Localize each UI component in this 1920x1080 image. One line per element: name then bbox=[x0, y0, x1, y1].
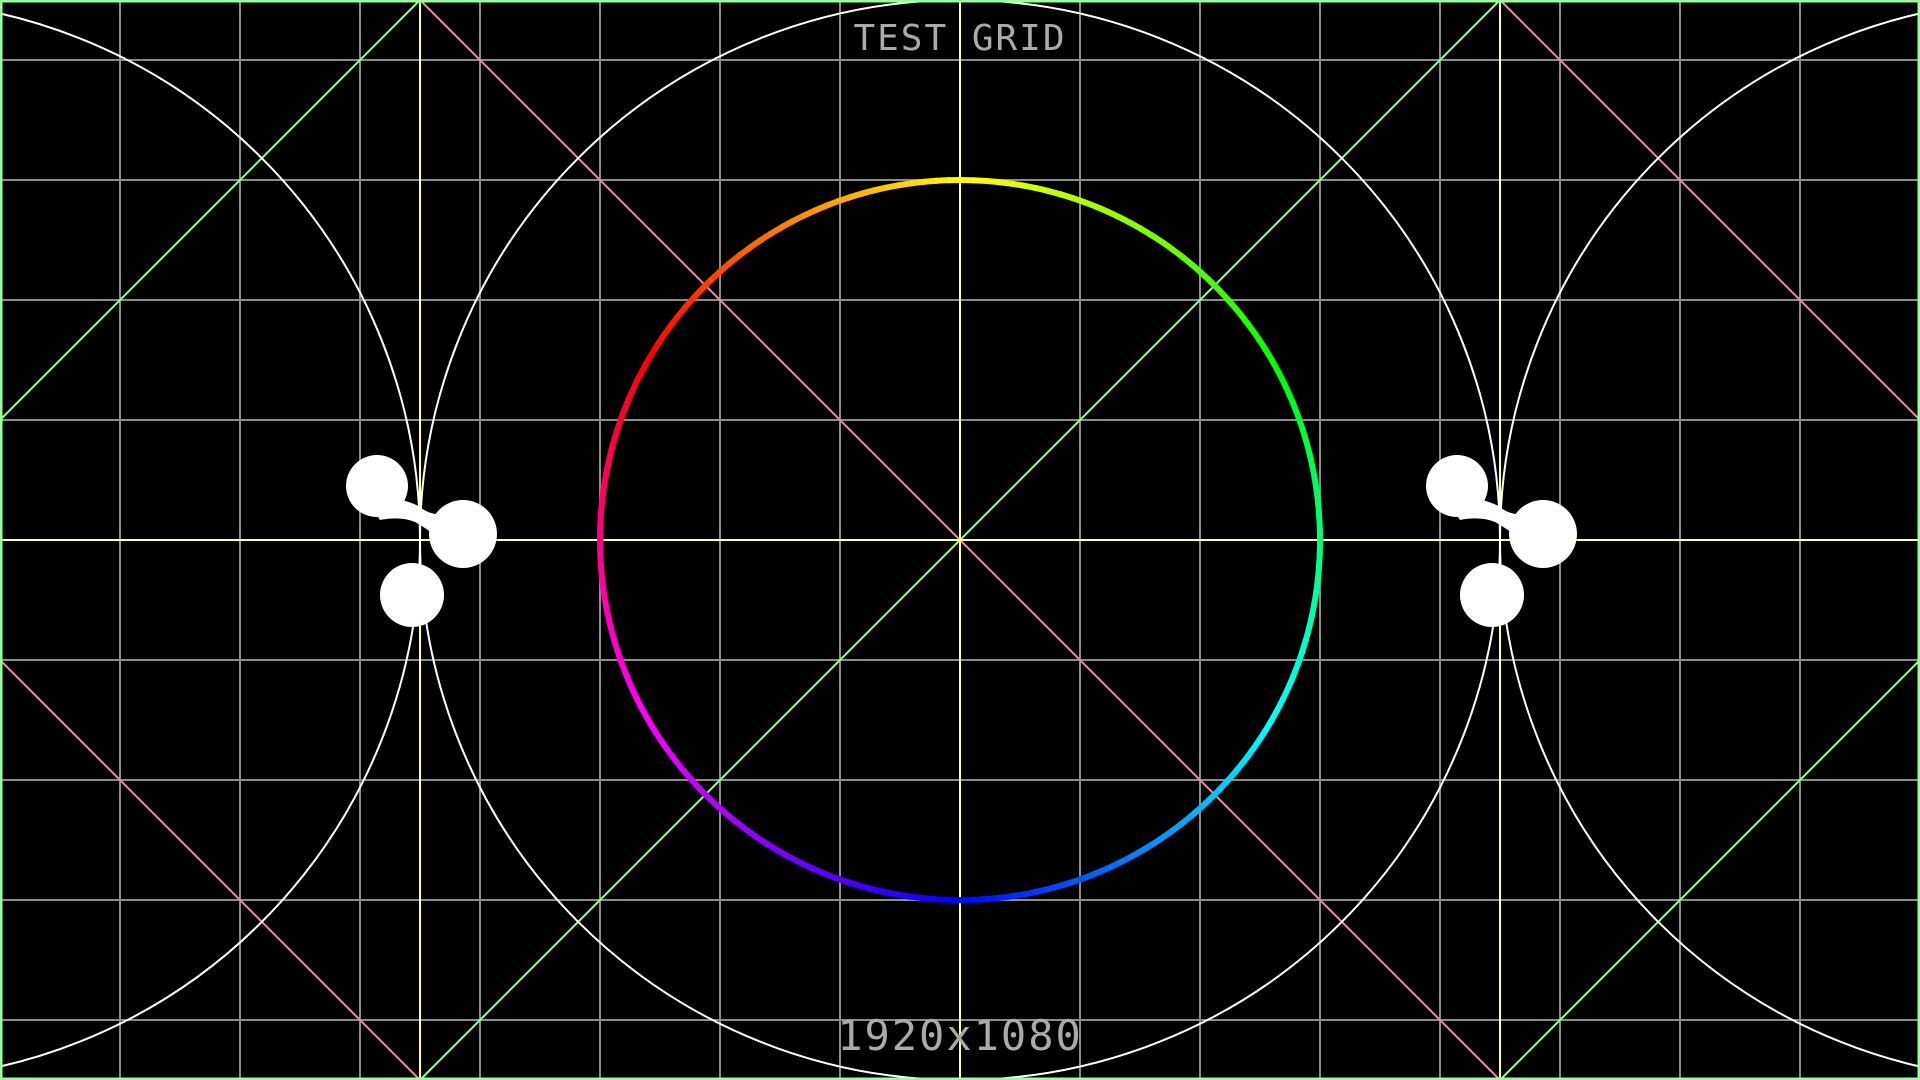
diagonal-line-red bbox=[0, 659, 421, 1080]
diagonal-line-red bbox=[1499, 0, 1920, 421]
diagonal-line-green bbox=[0, 0, 421, 421]
diagonal-line-green bbox=[1499, 659, 1920, 1080]
propeller-icon bbox=[346, 455, 497, 627]
title-label: TEST GRID bbox=[853, 18, 1066, 59]
propeller-icon bbox=[1426, 455, 1577, 627]
reference-circle bbox=[1499, 12, 1920, 1068]
resolution-label: 1920x1080 bbox=[837, 1011, 1083, 1060]
hue-ring bbox=[597, 177, 1323, 903]
